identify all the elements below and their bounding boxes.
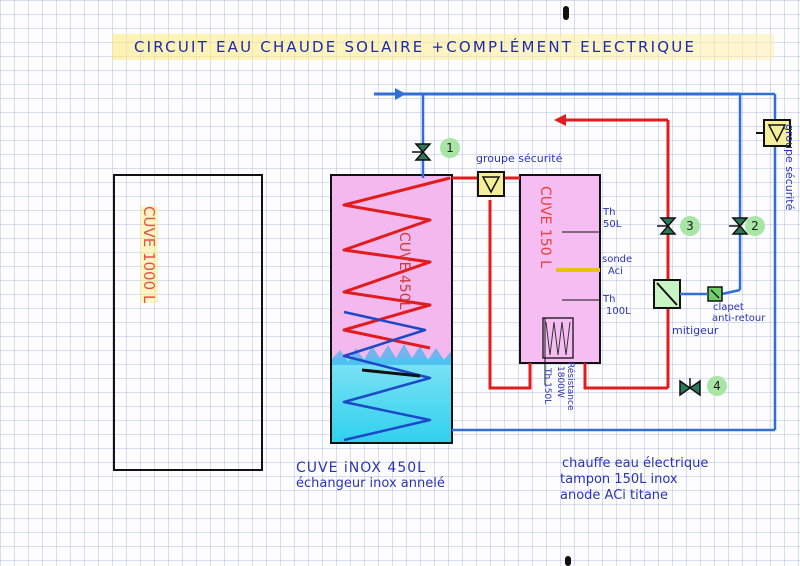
cold-inlet-arrow [395,88,406,100]
mixing-valve [653,279,681,309]
security-group-top-label: groupe sécurité [476,152,563,165]
valve-2 [729,217,749,235]
th-100-label-2: 100L [606,306,631,317]
valve-1 [412,143,432,161]
tank-450-label: CUVE 450L [396,232,412,310]
check-valve-label-2: anti-retour [712,313,766,324]
hot-outlet-arrow [554,114,566,126]
diagram-title: CIRCUIT EAU CHAUDE SOLAIRE +COMPLÉMENT E… [112,34,774,60]
th-150-label: Th 150L [542,368,552,405]
tank-450 [330,174,453,444]
security-group-right-label: groupe sécurité [783,124,796,211]
th-100-label-1: Th [603,294,616,305]
caption-inox-450-line1: CUVE iNOX 450L [296,460,426,476]
check-valve-label-1: clapet [713,302,744,313]
sonde-label-2: Aci [608,266,623,277]
resistance-label-2: 1800W [555,366,565,398]
tank-150 [519,174,601,385]
th-50-label-1: Th [603,207,616,218]
valve-number-4: 4 [707,376,727,396]
exchanger-coil-cold [342,310,432,442]
binder-hole-top [563,6,569,20]
caption-inox-450-line2: échangeur inox annelé [296,476,445,491]
th-50-label-2: 50L [603,219,622,230]
tank-1000 [113,174,263,471]
valve-number-1: 1 [440,138,460,158]
hot-water-pipes [452,118,670,390]
resistance-label-1: Résistance [565,362,575,411]
cold-water-pipes [374,92,777,432]
mixing-valve-label: mitigeur [672,324,719,337]
valve-3 [657,217,677,235]
tank-1000-label: CUVE 1000 L [140,206,158,304]
caption-electric-line2: tampon 150L inox [560,472,678,487]
caption-electric-line3: anode ACi titane [560,488,669,503]
valve-number-2: 2 [745,216,765,236]
check-valve [680,286,723,302]
valve-number-3: 3 [680,216,700,236]
valve-4 [679,378,701,397]
sonde-label-1: sonde [602,254,633,265]
binder-hole-bottom [565,556,571,566]
security-group-right [756,119,791,147]
exchanger-coil-hot [342,176,451,350]
security-group-top [477,171,505,197]
caption-electric-line1: chauffe eau électrique [562,456,709,471]
tank-150-label: CUVE 150 L [537,186,553,268]
